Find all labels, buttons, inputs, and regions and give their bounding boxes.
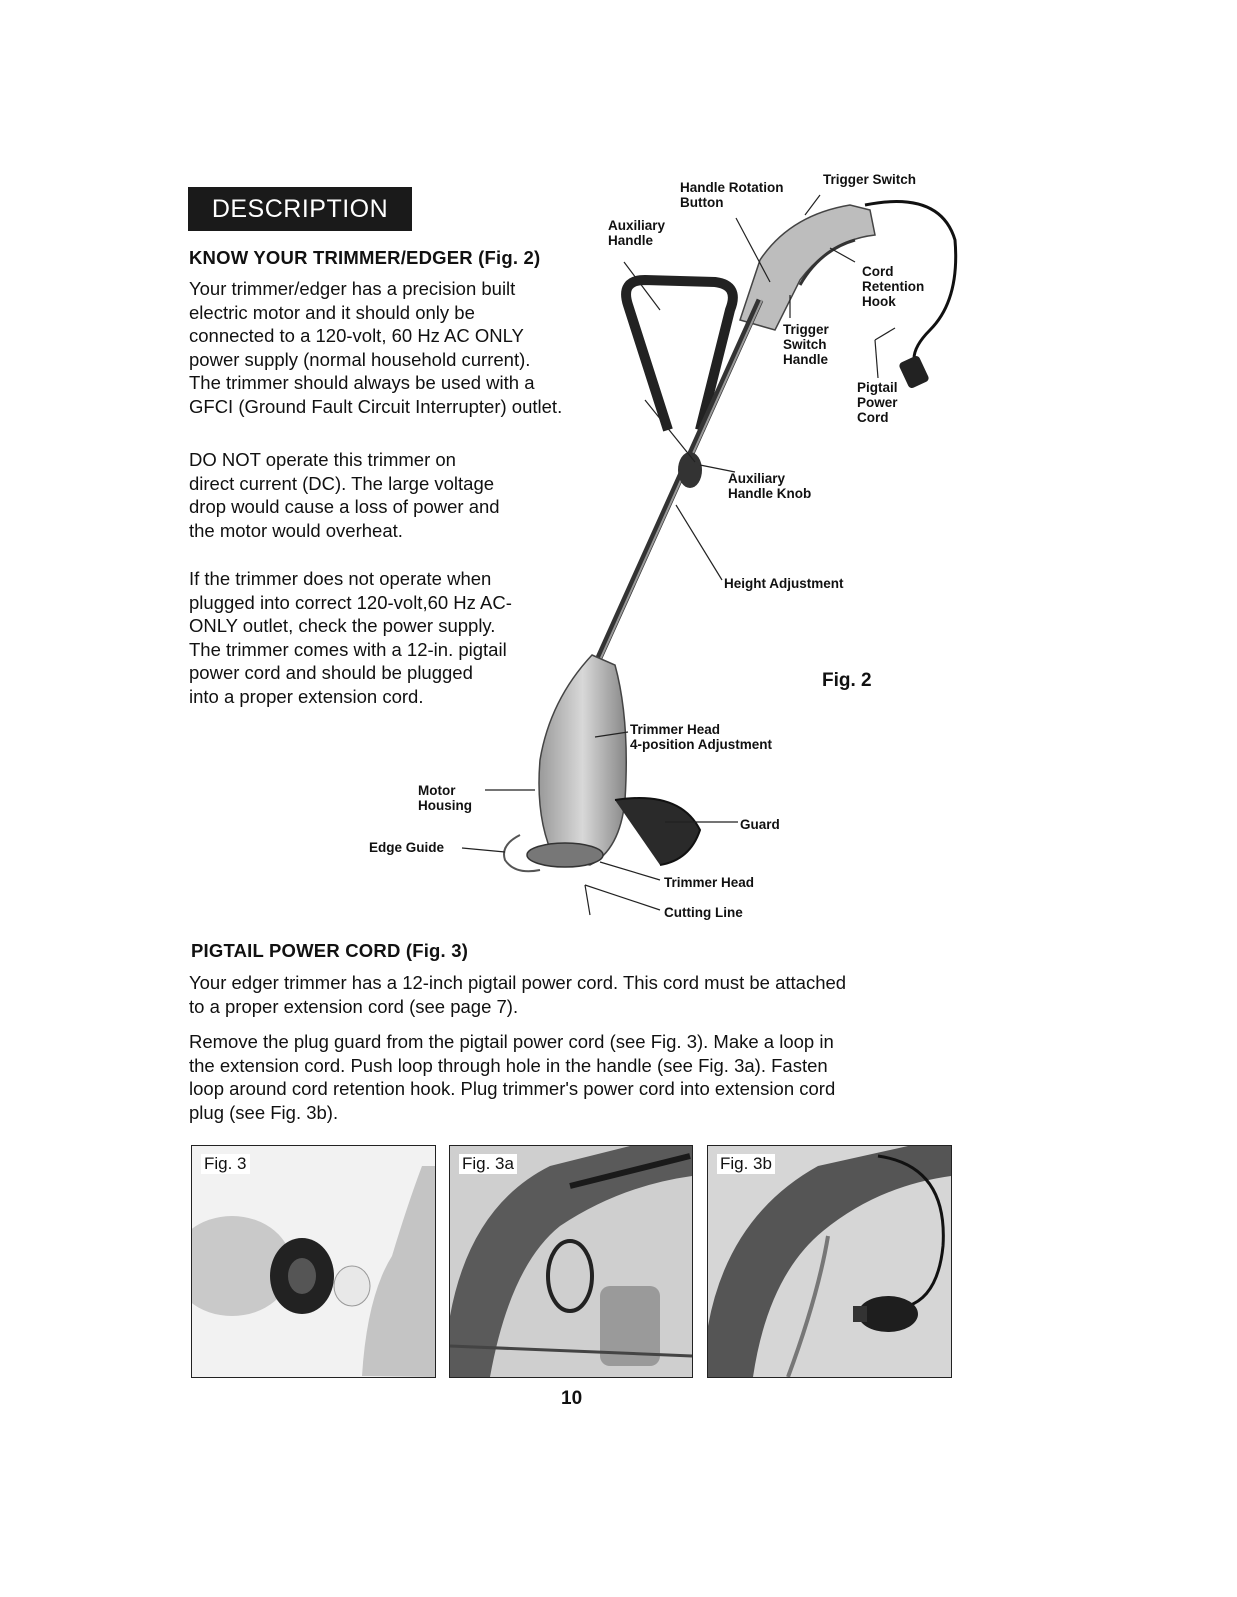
text-line: plug (see Fig. 3b). [189, 1101, 339, 1123]
section-banner: DESCRIPTION [188, 187, 412, 231]
text-line: the motor would overheat. [189, 519, 403, 541]
label-cutting-line: Cutting Line [664, 905, 743, 920]
label-line: Pigtail [857, 380, 898, 395]
label-auxiliary-handle-knob: Auxiliary Handle Knob [728, 471, 811, 501]
section-heading-pigtail-power-cord: PIGTAIL POWER CORD (Fig. 3) [191, 940, 469, 961]
text-line: GFCI (Ground Fault Circuit Interrupter) … [189, 395, 563, 417]
pigtail-paragraph-1: Your edger trimmer has a 12-inch pigtail… [189, 971, 846, 1018]
text-line: Your edger trimmer has a 12-inch pigtail… [189, 972, 847, 993]
text-line: If the trimmer does not operate when [189, 568, 492, 589]
label-line: 4-position Adjustment [630, 737, 772, 752]
section-heading-know-your-trimmer: KNOW YOUR TRIMMER/EDGER (Fig. 2) [189, 247, 541, 268]
label-guard: Guard [740, 817, 780, 832]
text-line: connected to a 120-volt, 60 Hz AC ONLY [189, 325, 524, 346]
text-line: electric motor and it should only be [189, 301, 475, 323]
photo-fig-3a: Fig. 3a [449, 1145, 693, 1378]
label-height-adjustment: Height Adjustment [724, 576, 844, 591]
label-line: Power [857, 395, 898, 410]
label-line: Auxiliary [608, 218, 666, 233]
label-trigger-switch-handle: Trigger Switch Handle [783, 322, 829, 367]
text-line: ONLY outlet, check the power supply. [189, 615, 496, 636]
dc-warning-paragraph: DO NOT operate this trimmer on direct cu… [189, 448, 500, 542]
photo-fig-3: Fig. 3 [191, 1145, 436, 1378]
text-line: the extension cord. Push loop through ho… [189, 1054, 828, 1076]
page-number: 10 [561, 1388, 583, 1409]
label-line: Button [680, 195, 724, 210]
label-line: Motor [418, 783, 456, 798]
text-line: drop would cause a loss of power and [189, 496, 500, 517]
label-line: Handle Rotation [680, 180, 784, 195]
power-cord-shape [864, 200, 958, 366]
loop-through-handle-photo [450, 1146, 692, 1377]
label-line: Cord [862, 264, 894, 279]
trimmer-head-shape [526, 842, 604, 868]
label-line: Trimmer Head [630, 722, 721, 737]
knob-shape [678, 452, 702, 488]
label-line: Auxiliary [728, 471, 786, 486]
label-line: Trigger [783, 322, 829, 337]
pigtail-paragraph-2: Remove the plug guard from the pigtail p… [189, 1030, 835, 1124]
photo-caption: Fig. 3b [717, 1154, 775, 1174]
motor-housing-shape [538, 654, 627, 866]
label-cord-retention-hook: Cord Retention Hook [862, 264, 924, 309]
label-line: Housing [418, 798, 472, 813]
shaft-shape [594, 298, 764, 662]
text-line: loop around cord retention hook. Plug tr… [189, 1078, 836, 1099]
power-supply-paragraph: If the trimmer does not operate when plu… [189, 567, 512, 708]
photo-fig-3b: Fig. 3b [707, 1145, 952, 1378]
text-line: Remove the plug guard from the pigtail p… [189, 1031, 834, 1052]
text-line: DO NOT operate this trimmer on [189, 449, 456, 470]
label-trimmer-head: Trimmer Head [664, 875, 755, 890]
label-handle-rotation-button: Handle Rotation Button [680, 180, 784, 210]
text-line: plugged into correct 120-volt,60 Hz AC- [189, 591, 512, 613]
label-edge-guide: Edge Guide [369, 840, 445, 855]
figure-2-caption: Fig. 2 [822, 670, 872, 691]
text-line: into a proper extension cord. [189, 685, 424, 707]
plug-guard-photo [192, 1146, 435, 1377]
text-line: power cord and should be plugged [189, 662, 473, 683]
label-trimmer-head-adjustment: Trimmer Head 4-position Adjustment [630, 722, 772, 752]
text-line: power supply (normal household current). [189, 348, 531, 370]
edge-guide-shape [503, 834, 541, 873]
label-line: Handle Knob [728, 486, 812, 501]
text-line: The trimmer comes with a 12-in. pigtail [189, 638, 507, 660]
label-auxiliary-handle: Auxiliary Handle [608, 218, 665, 248]
text-line: The trimmer should always be used with a [189, 372, 535, 393]
label-line: Handle [783, 352, 829, 367]
label-trigger-switch: Trigger Switch [823, 172, 917, 187]
guard-shape [614, 797, 702, 866]
plug-shape [899, 355, 929, 389]
label-motor-housing: Motor Housing [418, 783, 472, 813]
label-line: Handle [608, 233, 654, 248]
auxiliary-handle-shape [621, 274, 738, 432]
label-line: Retention [862, 279, 925, 294]
label-pigtail-power-cord: Pigtail Power Cord [857, 380, 898, 425]
text-line: Your trimmer/edger has a precision built [189, 278, 516, 299]
photo-caption: Fig. 3a [459, 1154, 517, 1174]
text-line: to a proper extension cord (see page 7). [189, 995, 519, 1017]
intro-paragraph: Your trimmer/edger has a precision built… [189, 277, 562, 418]
label-line: Cord [857, 410, 889, 425]
label-line: Switch [783, 337, 827, 352]
trigger-handle-shape [739, 204, 876, 331]
photo-caption: Fig. 3 [201, 1154, 250, 1174]
text-line: direct current (DC). The large voltage [189, 472, 495, 494]
plug-into-extension-photo [708, 1146, 951, 1377]
label-line: Hook [862, 294, 896, 309]
